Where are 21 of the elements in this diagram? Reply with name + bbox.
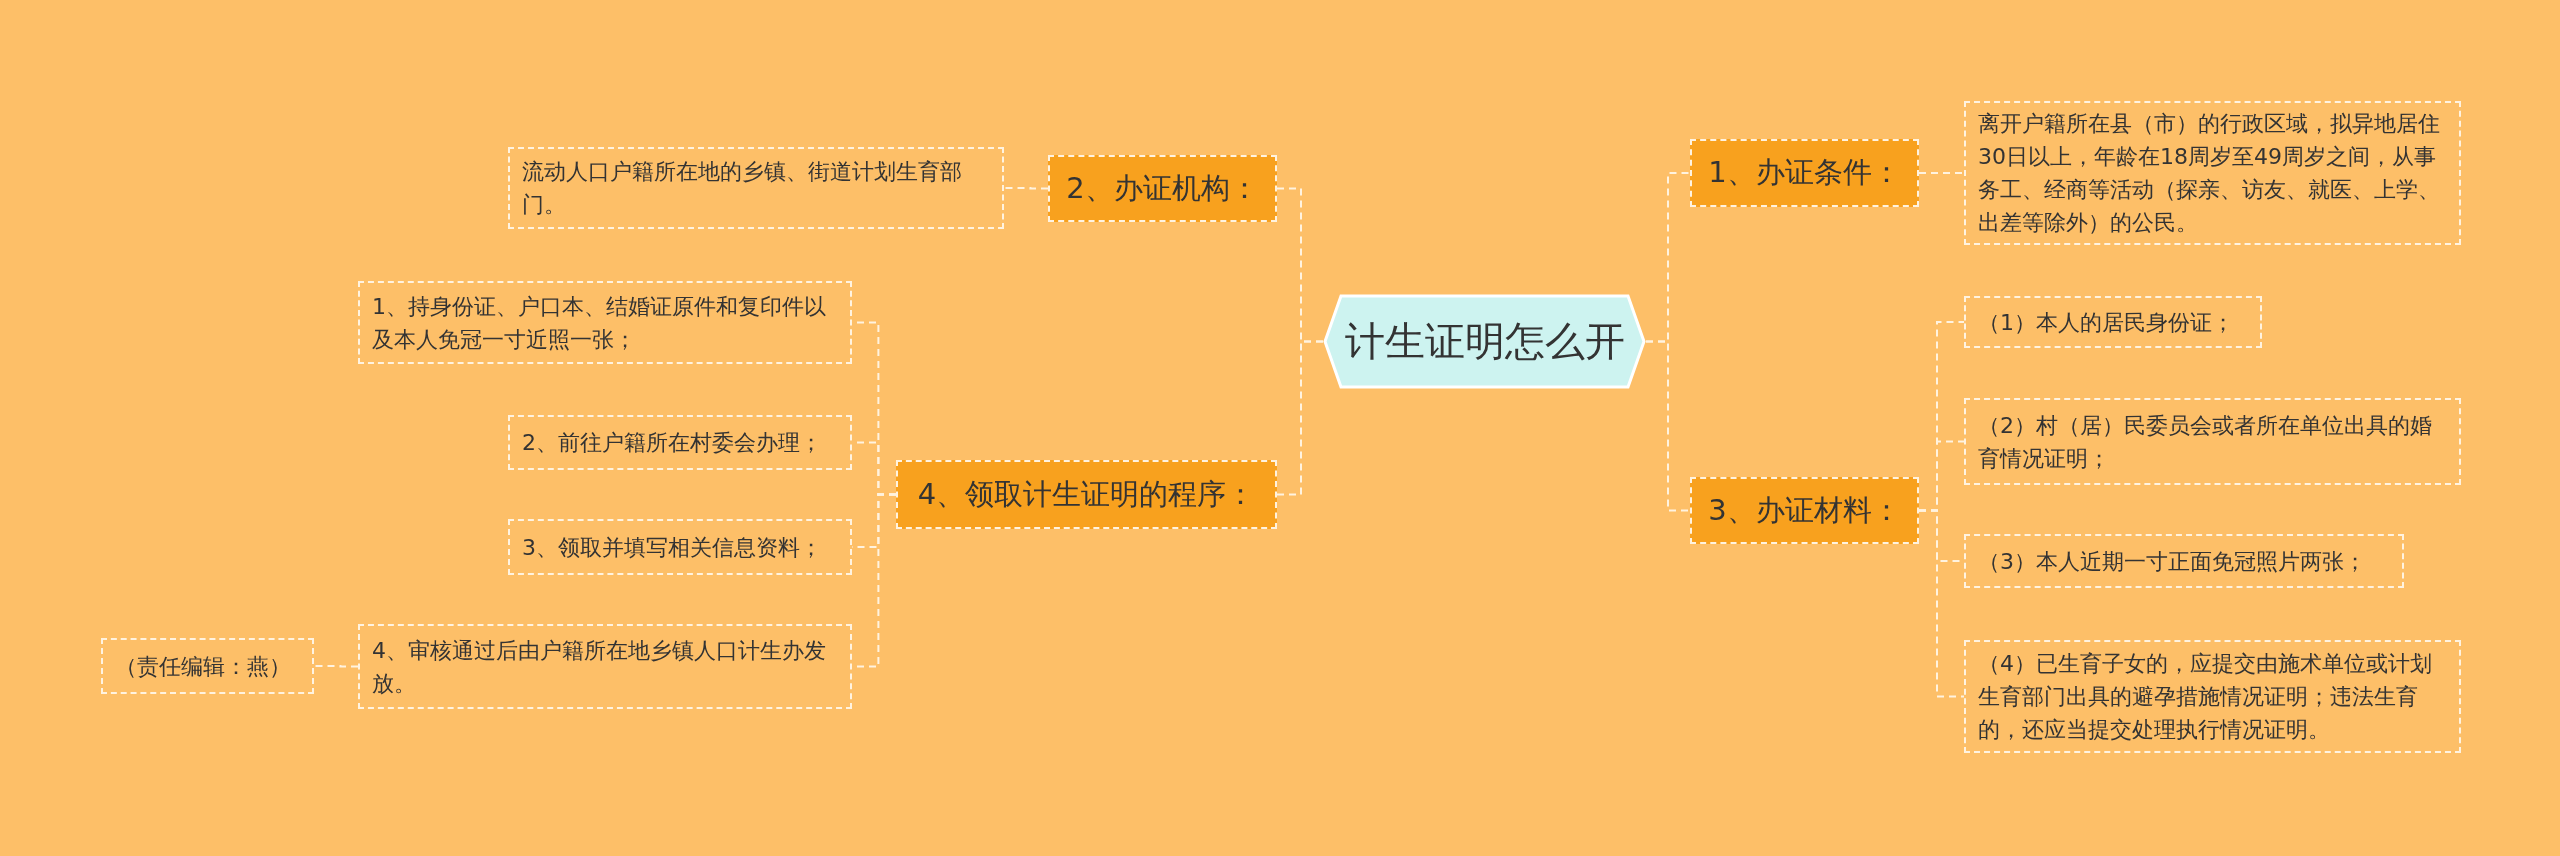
connector-line xyxy=(1918,172,1965,174)
connector-line xyxy=(1918,509,1965,698)
connector-line xyxy=(1276,340,1324,496)
text-box: 离开户籍所在县（市）的行政区域，拟异地居住30日以上，年龄在18周岁至49周岁之间，从事务工、经商等活动（探亲、访友、就医、上学、出差等除外）的公民。 xyxy=(1964,101,2461,245)
text-box: （4）已生育子女的，应提交由施术单位或计划生育部门出具的避孕措施情况证明；违法生育的，还应当提交处理执行情况证明。 xyxy=(1964,640,2461,753)
text-box: 3、领取并填写相关信息资料； xyxy=(508,519,852,575)
text-box: 1、持身份证、户口本、结婚证原件和复印件以及本人免冠一寸近照一张； xyxy=(358,281,852,364)
topic-box: 3、办证材料： xyxy=(1690,477,1919,544)
topic-box: 2、办证机构： xyxy=(1048,155,1277,222)
hexagon-node: 计生证明怎么开 xyxy=(1323,294,1646,389)
topic-box: 4、领取计生证明的程序： xyxy=(896,460,1277,529)
connector-line xyxy=(1003,187,1049,190)
topic-box: 1、办证条件： xyxy=(1690,139,1919,207)
text-box: （3）本人近期一寸正面免冠照片两张； xyxy=(1964,534,2404,588)
text-box: （责任编辑：燕） xyxy=(101,638,314,694)
text-box: （1）本人的居民身份证； xyxy=(1964,296,2262,348)
text-box: （2）村（居）民委员会或者所在单位出具的婚育情况证明； xyxy=(1964,398,2461,485)
connector-line xyxy=(1645,340,1691,512)
text-box: 2、前往户籍所在村委会办理； xyxy=(508,415,852,470)
text-box: 流动人口户籍所在地的乡镇、街道计划生育部门。 xyxy=(508,147,1004,229)
text-box: 4、审核通过后由户籍所在地乡镇人口计生办发放。 xyxy=(358,624,852,709)
